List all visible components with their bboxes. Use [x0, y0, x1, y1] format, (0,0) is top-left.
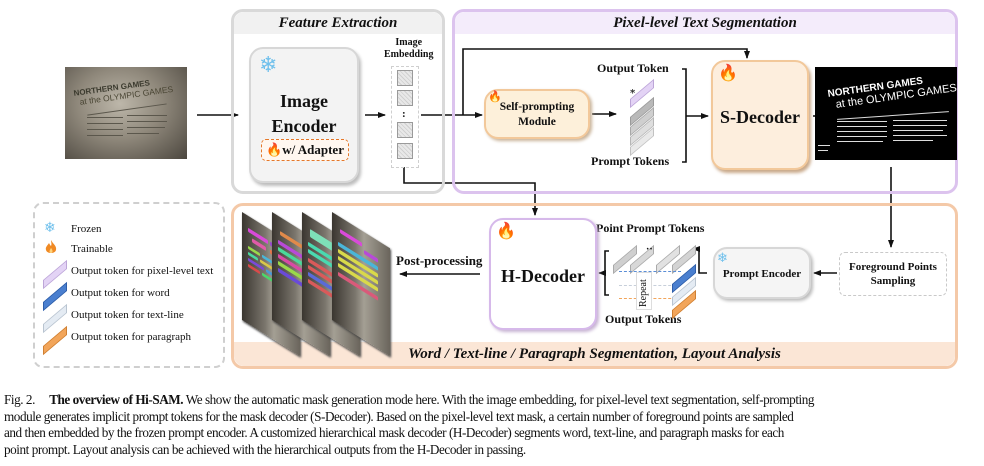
input-image: NORTHERN GAMES at the OLYMPIC GAMES — [65, 67, 187, 159]
token-orange-icon — [43, 325, 67, 356]
legend: ❄ Frozen Trainable Output token for pixe… — [33, 202, 225, 368]
legend-item-trainable: Trainable — [71, 243, 113, 255]
image-encoder-label-line1: Image — [280, 91, 328, 111]
output-token-star: * — [630, 88, 636, 99]
s-decoder-label: S-Decoder — [720, 107, 800, 127]
self-prompting-module: 🔥 Self-prompting Module — [484, 89, 590, 139]
h-decoder-label: H-Decoder — [501, 266, 585, 286]
image-embedding-stack: : — [391, 66, 419, 168]
pixel-level-segmentation-title: Pixel-level Text Segmentation — [455, 12, 955, 34]
fg-sampling-label-line2: Sampling — [870, 275, 916, 287]
snowflake-icon: ❄ — [259, 52, 278, 77]
caption-line-1: Fig. 2. The overview of Hi-SAM. We show … — [4, 392, 984, 409]
pixel-level-mask-image: NORTHERN GAMES at the OLYMPIC GAMES — [815, 67, 957, 160]
prompt-encoder-label: Prompt Encoder — [722, 268, 802, 280]
caption-line-3: and then embedded by the frozen prompt e… — [4, 425, 784, 440]
output-token-label: Output Token — [597, 61, 669, 75]
prompt-tokens-label: Prompt Tokens — [591, 154, 670, 168]
caption-fig-label: Fig. 2. — [4, 392, 35, 407]
repeat-label: Repeat — [638, 279, 649, 307]
s-decoder-block: 🔥 S-Decoder — [711, 60, 809, 170]
feature-extraction-panel: Feature Extraction — [231, 9, 445, 194]
arrow-embedding-to-hdecoder — [403, 167, 538, 216]
flame-icon: 🔥 — [718, 65, 738, 82]
flame-icon: 🔥 — [488, 91, 502, 103]
embedding-cell — [397, 122, 413, 138]
post-processing-label: Post-processing — [396, 253, 483, 268]
embedding-ellipsis: : — [402, 108, 406, 120]
output-tokens-label: Output Tokens — [605, 312, 682, 326]
image-encoder-label: Image Encoder — [251, 89, 357, 139]
snowflake-icon: ❄ — [44, 221, 56, 236]
prompt-encoder-block: ❄ Prompt Encoder — [713, 247, 811, 299]
adapter-badge: 🔥w/ Adapter — [261, 139, 349, 161]
point-prompt-tokens-label: Point Prompt Tokens — [596, 221, 705, 235]
caption-line-2: module generates implicit prompt tokens … — [4, 408, 794, 424]
legend-item-word-token: Output token for word — [71, 287, 170, 299]
adapter-label: w/ Adapter — [282, 142, 344, 157]
image-embedding-label: Image Embedding — [384, 37, 433, 61]
fg-sampling-label-line1: Foreground Points — [849, 261, 937, 273]
self-prompting-label-line1: Self-prompting — [499, 101, 575, 113]
token-ellipsis: ·· — [646, 244, 653, 255]
legend-item-paragraph-token: Output token for paragraph — [71, 331, 192, 343]
flame-icon: 🔥 — [266, 142, 283, 157]
embedding-cell — [397, 70, 413, 86]
repeat-line-word — [619, 271, 681, 272]
image-encoder-block: ❄ Image Encoder 🔥w/ Adapter — [249, 47, 359, 183]
self-prompting-label-line2: Module — [518, 116, 556, 128]
flame-icon: 🔥 — [496, 223, 516, 240]
hierarchical-segmentation-panel: Word / Text-line / Paragraph Segmentatio… — [231, 203, 958, 369]
caption-text-1: We show the automatic mask generation mo… — [185, 392, 815, 407]
repeat-label-box: Repeat — [636, 272, 652, 310]
figure-caption: Fig. 2. The overview of Hi-SAM. We show … — [4, 392, 984, 458]
flame-icon — [45, 240, 57, 260]
hierarchical-segmentation-title: Word / Text-line / Paragraph Segmentatio… — [234, 342, 955, 366]
embedding-cell — [397, 143, 413, 159]
image-encoder-label-line2: Encoder — [271, 116, 337, 136]
snowflake-icon: ❄ — [717, 250, 728, 265]
legend-item-textline-token: Output token for text-line — [71, 309, 184, 321]
arrow-embedding-to-sdecoder — [462, 48, 750, 115]
legend-item-pixel-token: Output token for pixel-level text — [71, 265, 214, 277]
h-decoder-block: 🔥 H-Decoder — [489, 218, 597, 330]
embedding-cell — [397, 90, 413, 106]
caption-line-4: point prompt. Layout analysis can be ach… — [4, 441, 526, 457]
legend-item-frozen: Frozen — [71, 223, 102, 235]
image-embedding-label-line2: Embedding — [384, 49, 434, 60]
arrow-prompt-encoder-to-point-tokens — [692, 246, 707, 274]
image-embedding-label-line1: Image — [395, 37, 423, 48]
foreground-points-sampling: Foreground Points Sampling — [839, 252, 947, 296]
feature-extraction-title: Feature Extraction — [234, 12, 442, 34]
caption-title: The overview of Hi-SAM. — [49, 392, 184, 407]
